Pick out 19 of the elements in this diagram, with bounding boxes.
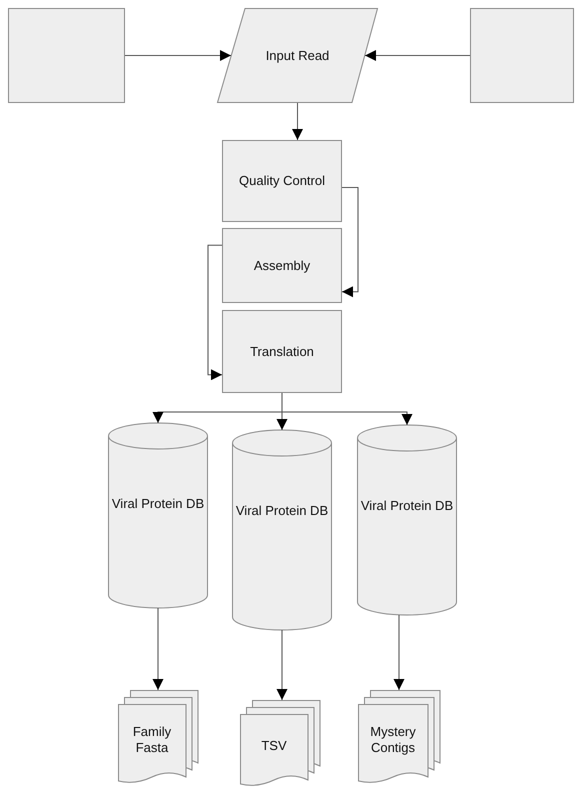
node-label: Input Read bbox=[266, 48, 330, 64]
node-label: Translation bbox=[250, 344, 314, 360]
arrow bbox=[282, 392, 412, 426]
node-label: Family Fasta bbox=[132, 724, 172, 756]
arrow bbox=[208, 244, 222, 380]
node-label: Quality Control bbox=[239, 173, 325, 189]
arrow bbox=[342, 187, 358, 298]
arrow bbox=[152, 608, 164, 690]
node-label: Viral Protein DB bbox=[112, 496, 204, 512]
node-label: TSV bbox=[261, 738, 287, 754]
node-label: Mystery Contigs bbox=[369, 724, 417, 756]
arrow bbox=[394, 614, 404, 690]
node-label: Viral Protein DB bbox=[236, 503, 328, 519]
node-label: Assembly bbox=[254, 258, 310, 274]
arrow bbox=[276, 630, 288, 700]
arrow bbox=[124, 50, 232, 61]
arrow bbox=[292, 102, 303, 140]
node-label: Viral Protein DB bbox=[360, 498, 454, 514]
arrow bbox=[364, 50, 470, 61]
